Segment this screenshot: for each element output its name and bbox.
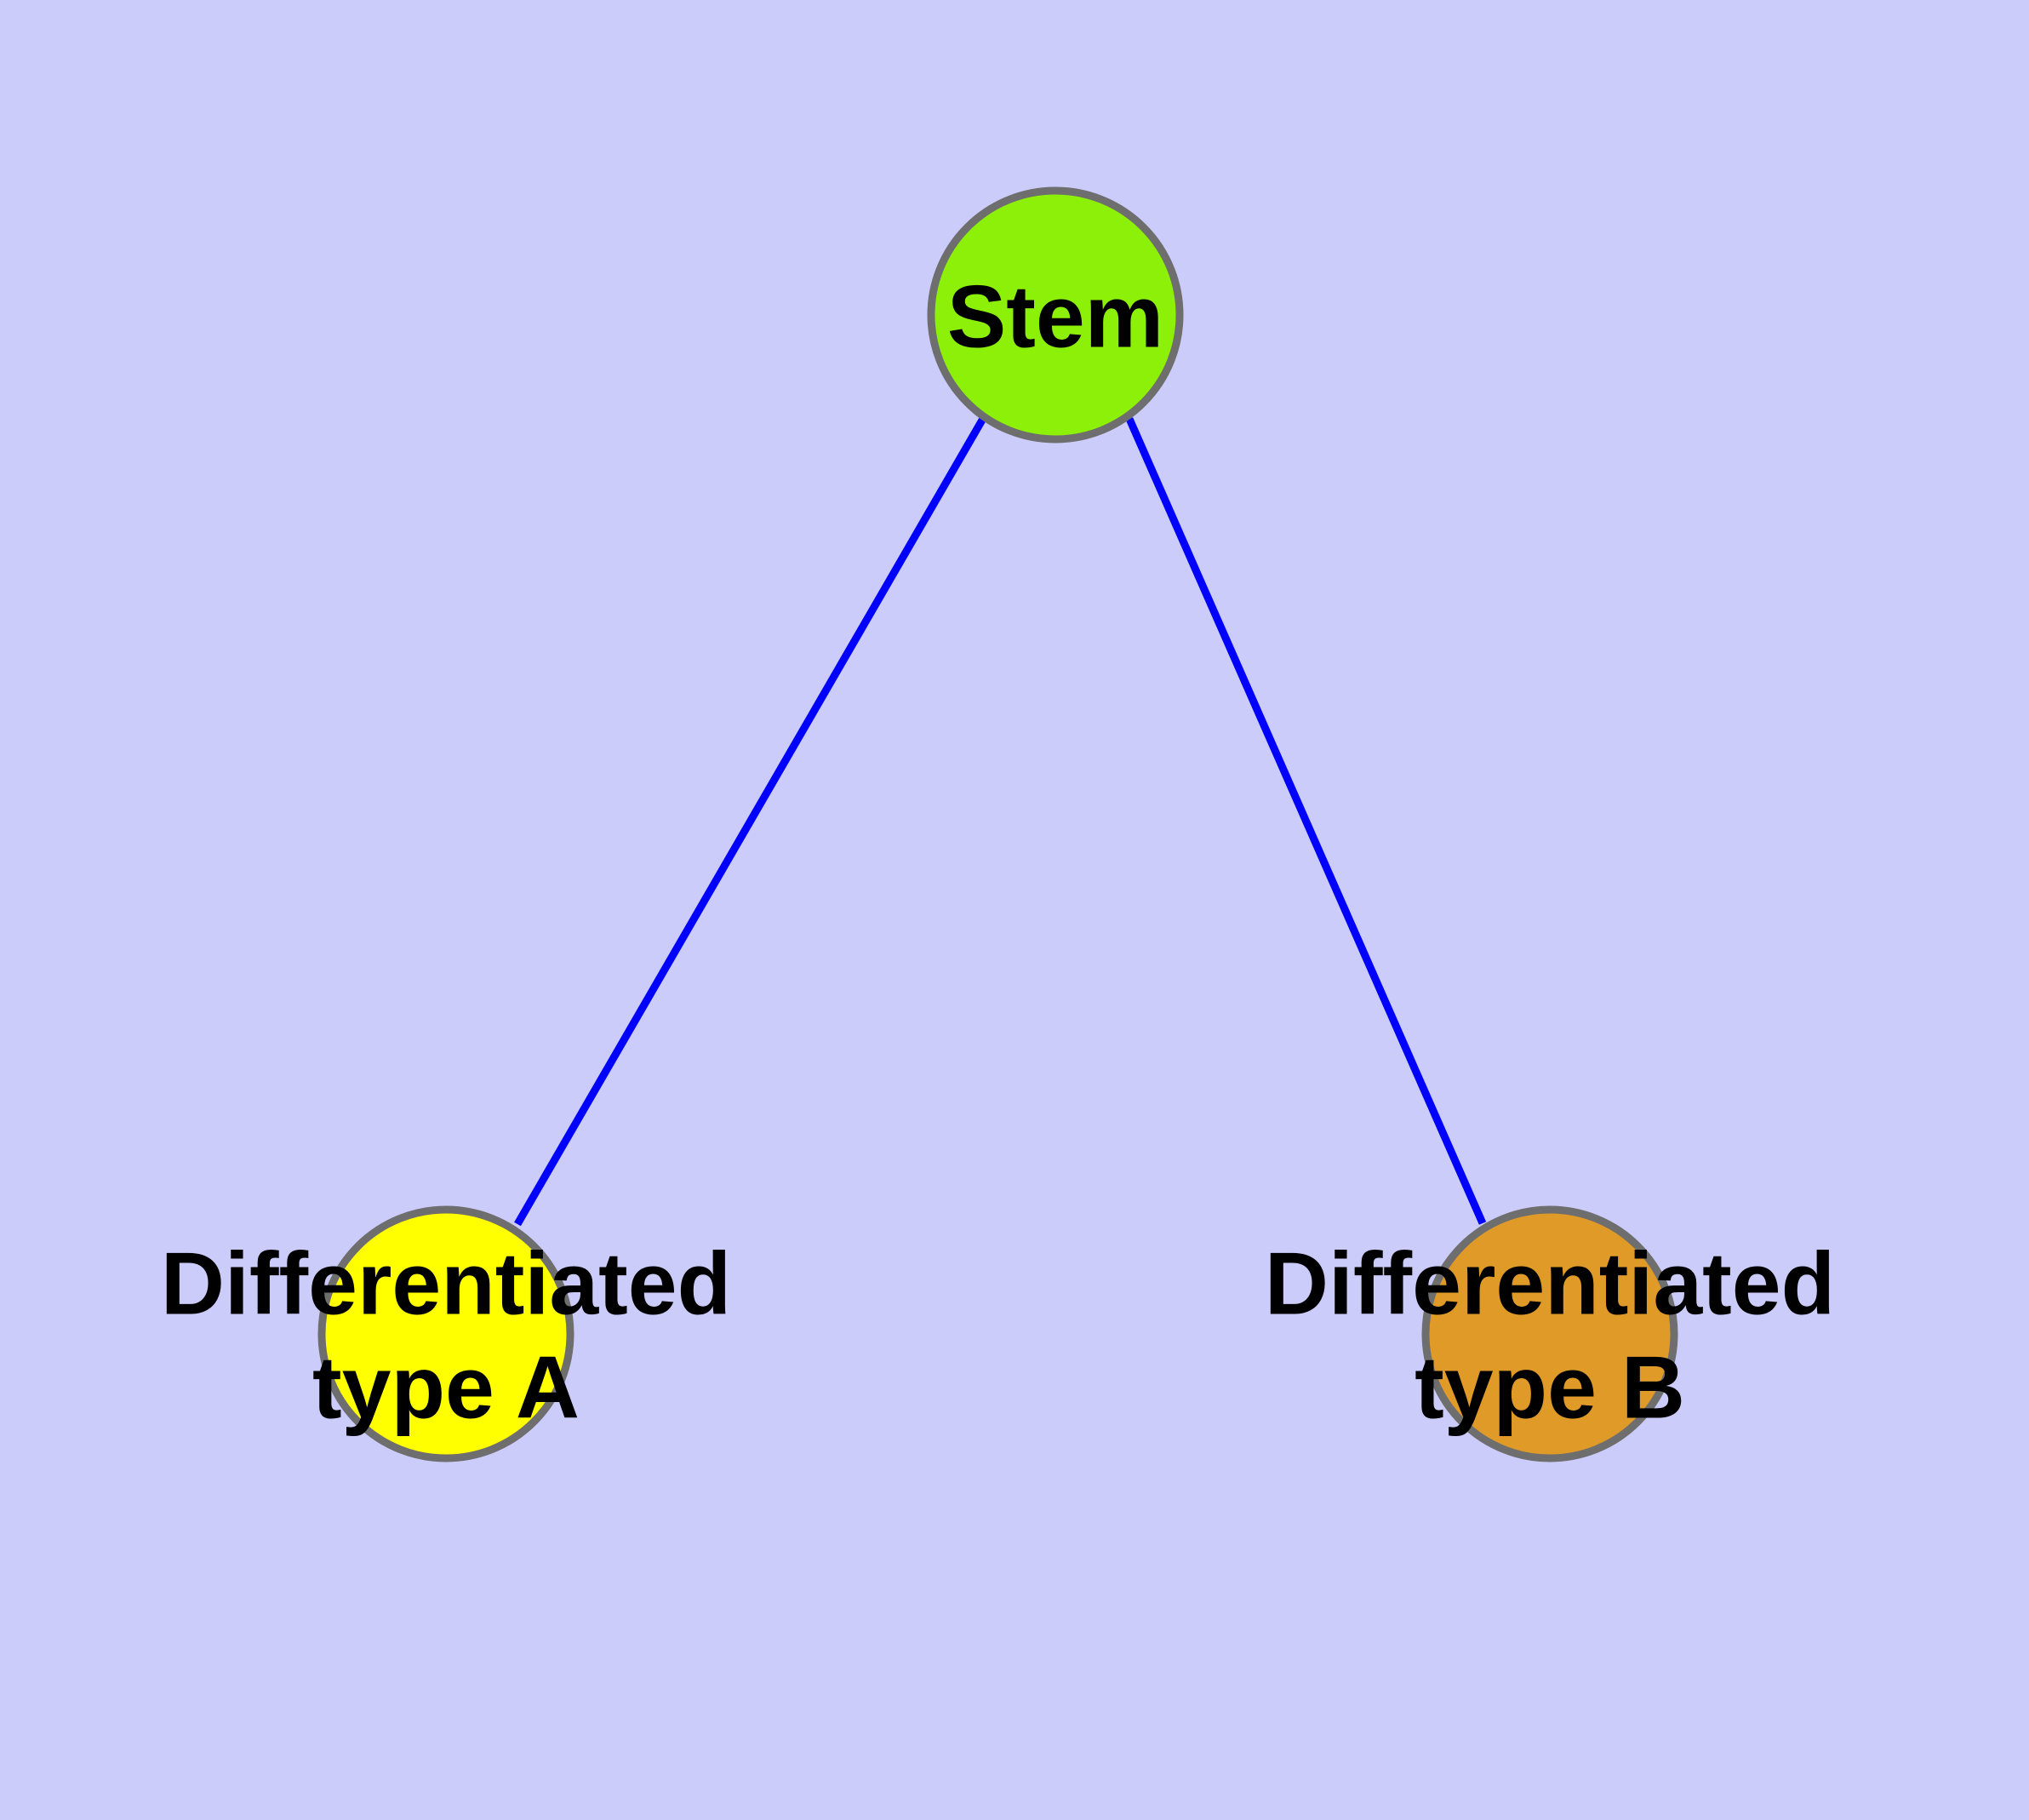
node-differentiated-type-a-label-line1: Differentiated — [161, 1235, 731, 1334]
node-differentiated-type-a-label-line2: type A — [312, 1338, 580, 1437]
node-differentiated-type-b-label-line2: type B — [1415, 1338, 1685, 1437]
node-differentiated-type-b[interactable]: Differentiated type B — [1265, 1205, 1835, 1462]
node-differentiated-type-b-label-line1: Differentiated — [1265, 1235, 1835, 1334]
node-differentiated-type-b-circle[interactable] — [1421, 1205, 1678, 1462]
node-stem[interactable]: Stem — [927, 186, 1184, 444]
node-stem-circle[interactable] — [927, 186, 1184, 444]
node-stem-label-line1: Stem — [947, 267, 1163, 366]
edge-stem-to-differentiated-a — [514, 415, 987, 1227]
node-differentiated-type-a[interactable]: Differentiated type A — [161, 1205, 731, 1462]
node-differentiated-type-a-circle[interactable] — [317, 1205, 574, 1462]
edge-stem-to-differentiated-b — [1125, 417, 1487, 1225]
